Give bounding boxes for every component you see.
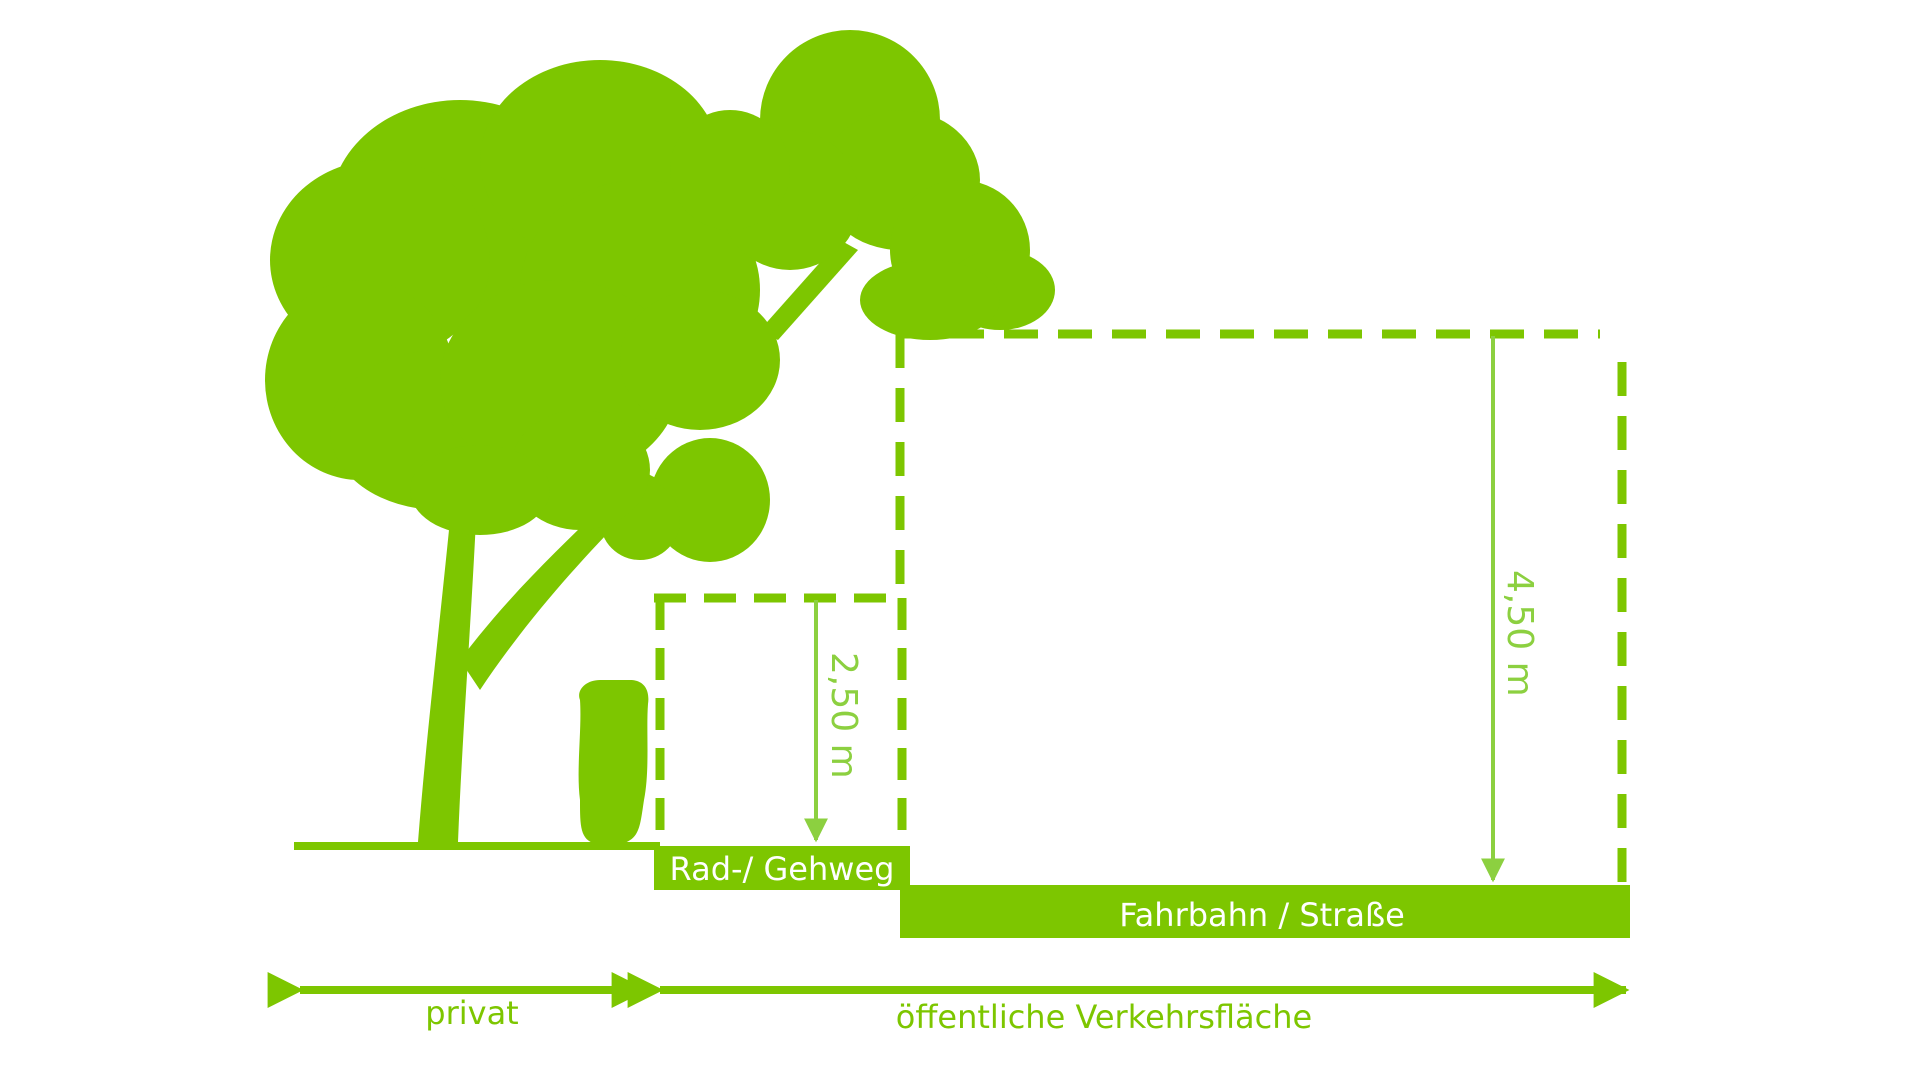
sidewalk-height-label: 2,50 m <box>823 652 864 779</box>
tree-trunk <box>418 520 476 842</box>
road-clearance-box <box>895 329 1627 884</box>
sidewalk-clearance-box <box>654 593 907 846</box>
public-zone-label: öffentliche Verkehrsfläche <box>896 998 1312 1036</box>
tree-canopy <box>265 30 1055 562</box>
private-zone-label: privat <box>425 994 518 1032</box>
road-label: Fahrbahn / Straße <box>1119 896 1405 934</box>
shrub-icon <box>578 680 649 844</box>
tree-branch-upper <box>760 240 858 340</box>
road-height-label: 4,50 m <box>1499 570 1540 697</box>
tree-icon <box>265 30 1055 842</box>
road-surface <box>900 890 1630 938</box>
sidewalk-label: Rad-/ Gehweg <box>670 850 895 888</box>
sidewalk-surface <box>654 846 910 890</box>
